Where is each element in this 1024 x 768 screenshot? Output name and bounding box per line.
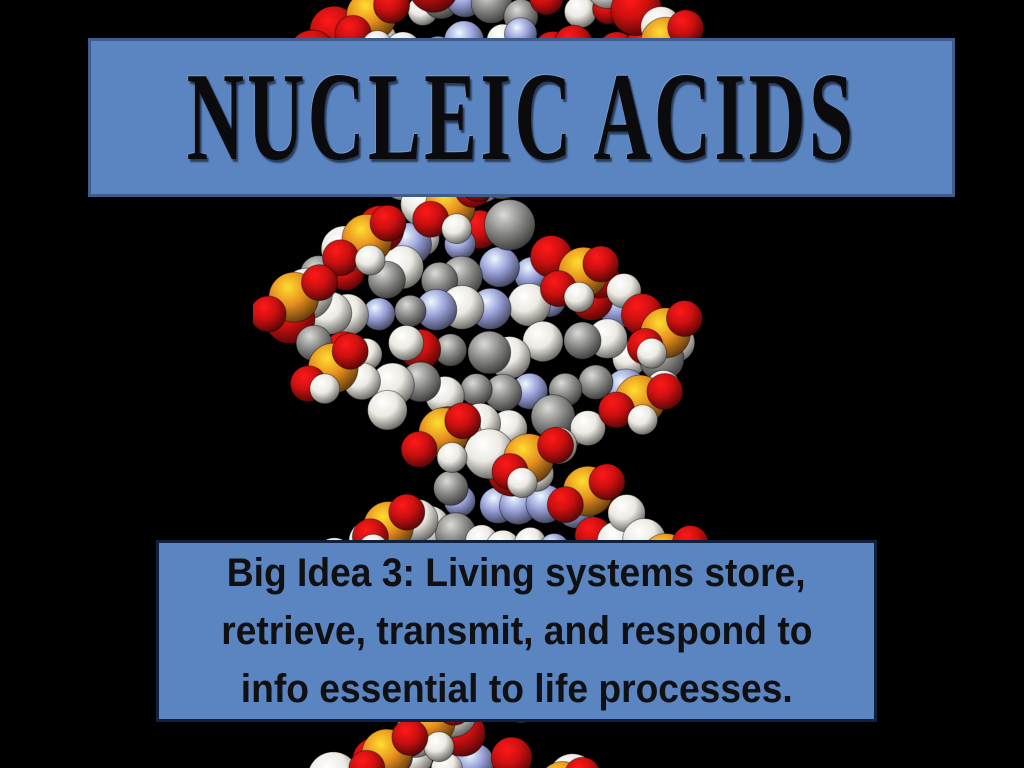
big-idea-line: Big Idea 3: Living systems store, [227,551,806,595]
big-idea-box: Big Idea 3: Living systems store, retrie… [156,540,877,722]
slide-title: NUCLEIC ACIDS [186,47,857,187]
big-idea-line: info essential to life processes. [240,667,793,711]
big-idea-line: retrieve, transmit, and respond to [220,609,813,653]
title-banner: NUCLEIC ACIDS [88,38,955,197]
